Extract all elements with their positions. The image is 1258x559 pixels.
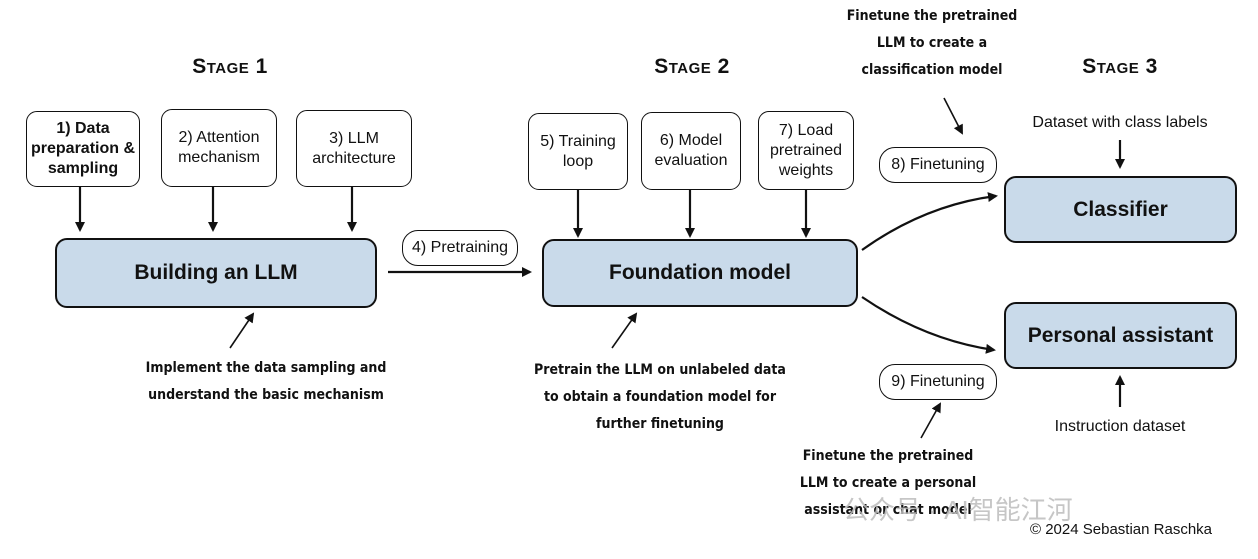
step-5-training-loop: 5) Training loop <box>528 113 628 190</box>
foundation-model-box: Foundation model <box>542 239 858 307</box>
step-8-finetuning: 8) Finetuning <box>879 147 997 183</box>
pointer-stage1-note <box>229 312 255 349</box>
step-3-llm-architecture: 3) LLM architecture <box>296 110 412 187</box>
stage1-annotation: Implement the data sampling and understa… <box>145 360 387 403</box>
stage-2-title: Stage 2 <box>654 55 730 78</box>
building-an-llm-box: Building an LLM <box>55 238 377 308</box>
personal-assistant-box: Personal assistant <box>1004 302 1237 369</box>
step-7-load-pretrained-weights: 7) Load pretrained weights <box>758 111 854 190</box>
stage2-annotation: Pretrain the LLM on unlabeled data to ob… <box>534 362 786 432</box>
step-9-finetuning: 9) Finetuning <box>879 364 997 400</box>
classifier-box: Classifier <box>1004 176 1237 243</box>
assistant-annotation: Finetune the pretrained LLM to create a … <box>799 448 977 518</box>
instruction-dataset-label: Instruction dataset <box>1054 418 1186 435</box>
arrow-to-classifier <box>861 192 998 251</box>
copyright-notice: © 2024 Sebastian Raschka <box>1030 521 1212 538</box>
step-4-pretraining: 4) Pretraining <box>402 230 518 266</box>
step-1-data-preparation: 1) Data preparation & sampling <box>26 111 140 187</box>
watermark: 公众号 · AI智能江河 <box>843 495 1073 525</box>
stage-3-title: Stage 3 <box>1082 55 1158 78</box>
pointer-assistant-note <box>920 402 941 439</box>
stage-1-title: Stage 1 <box>192 55 268 78</box>
classification-annotation: Finetune the pretrained LLM to create a … <box>846 8 1018 78</box>
step-6-model-evaluation: 6) Model evaluation <box>641 112 741 190</box>
pointer-classify-note <box>943 97 963 135</box>
arrow-to-assistant <box>861 296 996 354</box>
step-2-attention-mechanism: 2) Attention mechanism <box>161 109 277 187</box>
pointer-stage2-note <box>611 312 638 349</box>
class-dataset-label: Dataset with class labels <box>1032 114 1208 131</box>
